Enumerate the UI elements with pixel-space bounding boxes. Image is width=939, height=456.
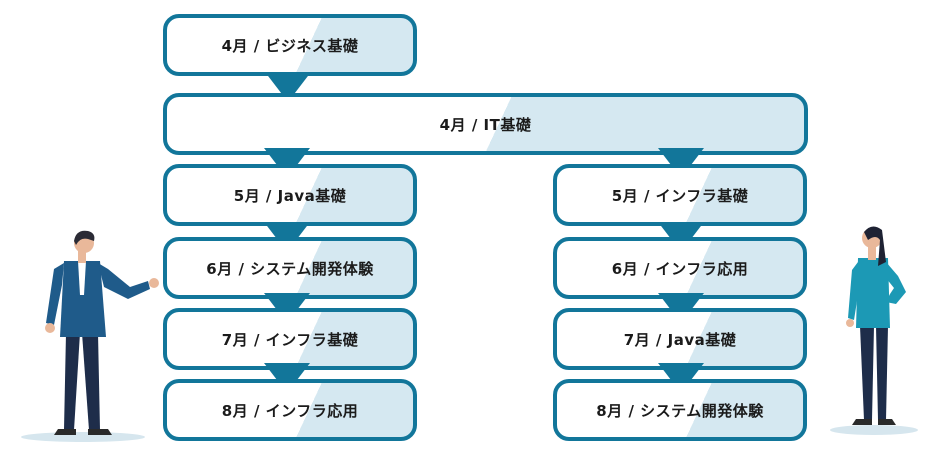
- step-label: 4月 / IT基礎: [439, 115, 532, 134]
- woman-standing-illustration: [830, 226, 918, 435]
- step-label: 7月 / Java基礎: [623, 330, 737, 349]
- step-business-basics: 4月 / ビジネス基礎: [163, 14, 417, 76]
- step-label: 5月 / インフラ基礎: [611, 186, 749, 205]
- right-step-2: 6月 / インフラ応用: [553, 237, 807, 299]
- left-step-1: 5月 / Java基礎: [163, 164, 417, 226]
- left-step-4: 8月 / インフラ応用: [163, 379, 417, 441]
- step-label: 8月 / インフラ応用: [221, 401, 359, 420]
- left-step-2: 6月 / システム開発体験: [163, 237, 417, 299]
- step-it-basics: 4月 / IT基礎: [163, 93, 808, 155]
- right-step-1: 5月 / インフラ基礎: [553, 164, 807, 226]
- right-step-3: 7月 / Java基礎: [553, 308, 807, 370]
- right-step-4: 8月 / システム開発体験: [553, 379, 807, 441]
- man-presenting-illustration: [21, 230, 159, 442]
- step-label: 6月 / インフラ応用: [611, 259, 749, 278]
- step-label: 5月 / Java基礎: [233, 186, 347, 205]
- step-label: 4月 / ビジネス基礎: [221, 36, 359, 55]
- step-label: 7月 / インフラ基礎: [221, 330, 359, 349]
- step-label: 8月 / システム開発体験: [596, 401, 764, 420]
- left-step-3: 7月 / インフラ基礎: [163, 308, 417, 370]
- step-label: 6月 / システム開発体験: [206, 259, 374, 278]
